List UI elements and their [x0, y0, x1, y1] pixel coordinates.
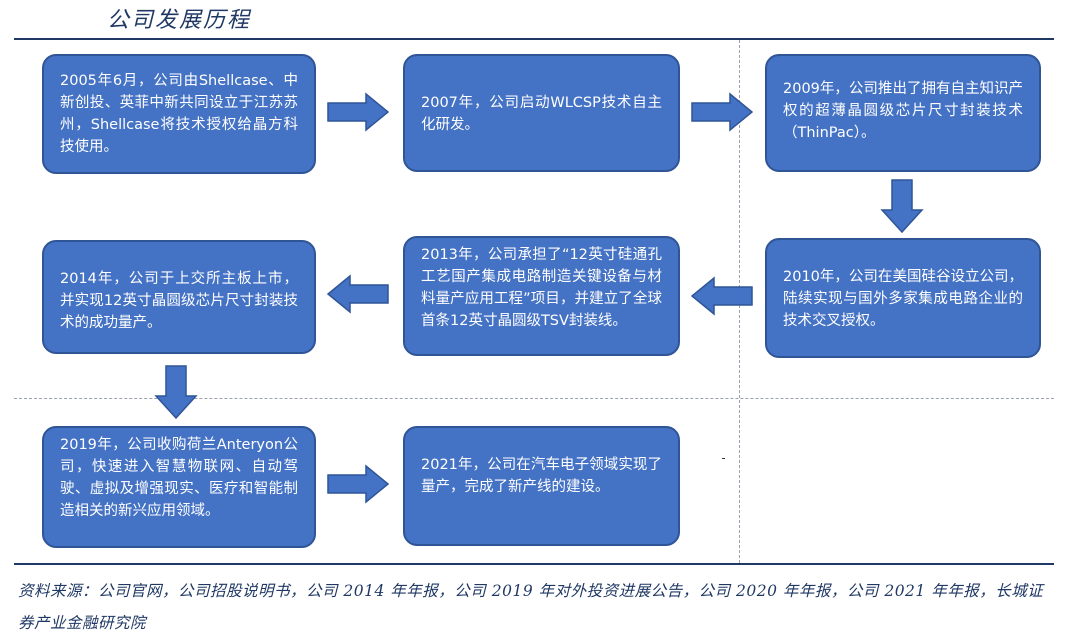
arrow-right-icon [691, 92, 754, 132]
stray-mark [722, 458, 725, 459]
arrow-right-icon [327, 92, 390, 132]
milestone-2014: 2014年，公司于上交所主板上市，并实现12英寸晶圆级芯片尺寸封装技术的成功量产… [42, 240, 316, 354]
arrow-left-icon [326, 274, 389, 314]
milestone-2013: 2013年，公司承担了“12英寸硅通孔工艺国产集成电路制造关键设备与材料量产应用… [403, 236, 680, 356]
horizontal-divider [14, 398, 1054, 399]
milestone-2009: 2009年，公司推出了拥有自主知识产权的超薄晶圆级芯片尺寸封装技术（ThinPa… [765, 54, 1041, 172]
arrow-down-icon [880, 179, 924, 234]
arrow-down-icon [154, 365, 198, 420]
milestone-2021: 2021年，公司在汽车电子领域实现了量产，完成了新产线的建设。 [403, 426, 680, 546]
milestone-2010: 2010年，公司在美国硅谷设立公司，陆续实现与国外多家集成电路企业的技术交叉授权… [765, 238, 1041, 358]
milestone-2019: 2019年，公司收购荷兰Anteryon公司，快速进入智慧物联网、自动驾驶、虚拟… [42, 426, 316, 548]
milestone-2005: 2005年6月，公司由Shellcase、中新创投、英菲中新共同设立于江苏苏州，… [42, 54, 316, 174]
source-note: 资料来源：公司官网，公司招股说明书，公司 2014 年年报，公司 2019 年对… [18, 582, 1044, 632]
bottom-rule [14, 563, 1054, 565]
top-rule [14, 38, 1054, 40]
arrow-left-icon [690, 276, 753, 316]
arrow-right-icon [327, 464, 390, 504]
milestone-2007: 2007年，公司启动WLCSP技术自主化研发。 [403, 54, 680, 172]
page-title: 公司发展历程 [107, 8, 252, 33]
